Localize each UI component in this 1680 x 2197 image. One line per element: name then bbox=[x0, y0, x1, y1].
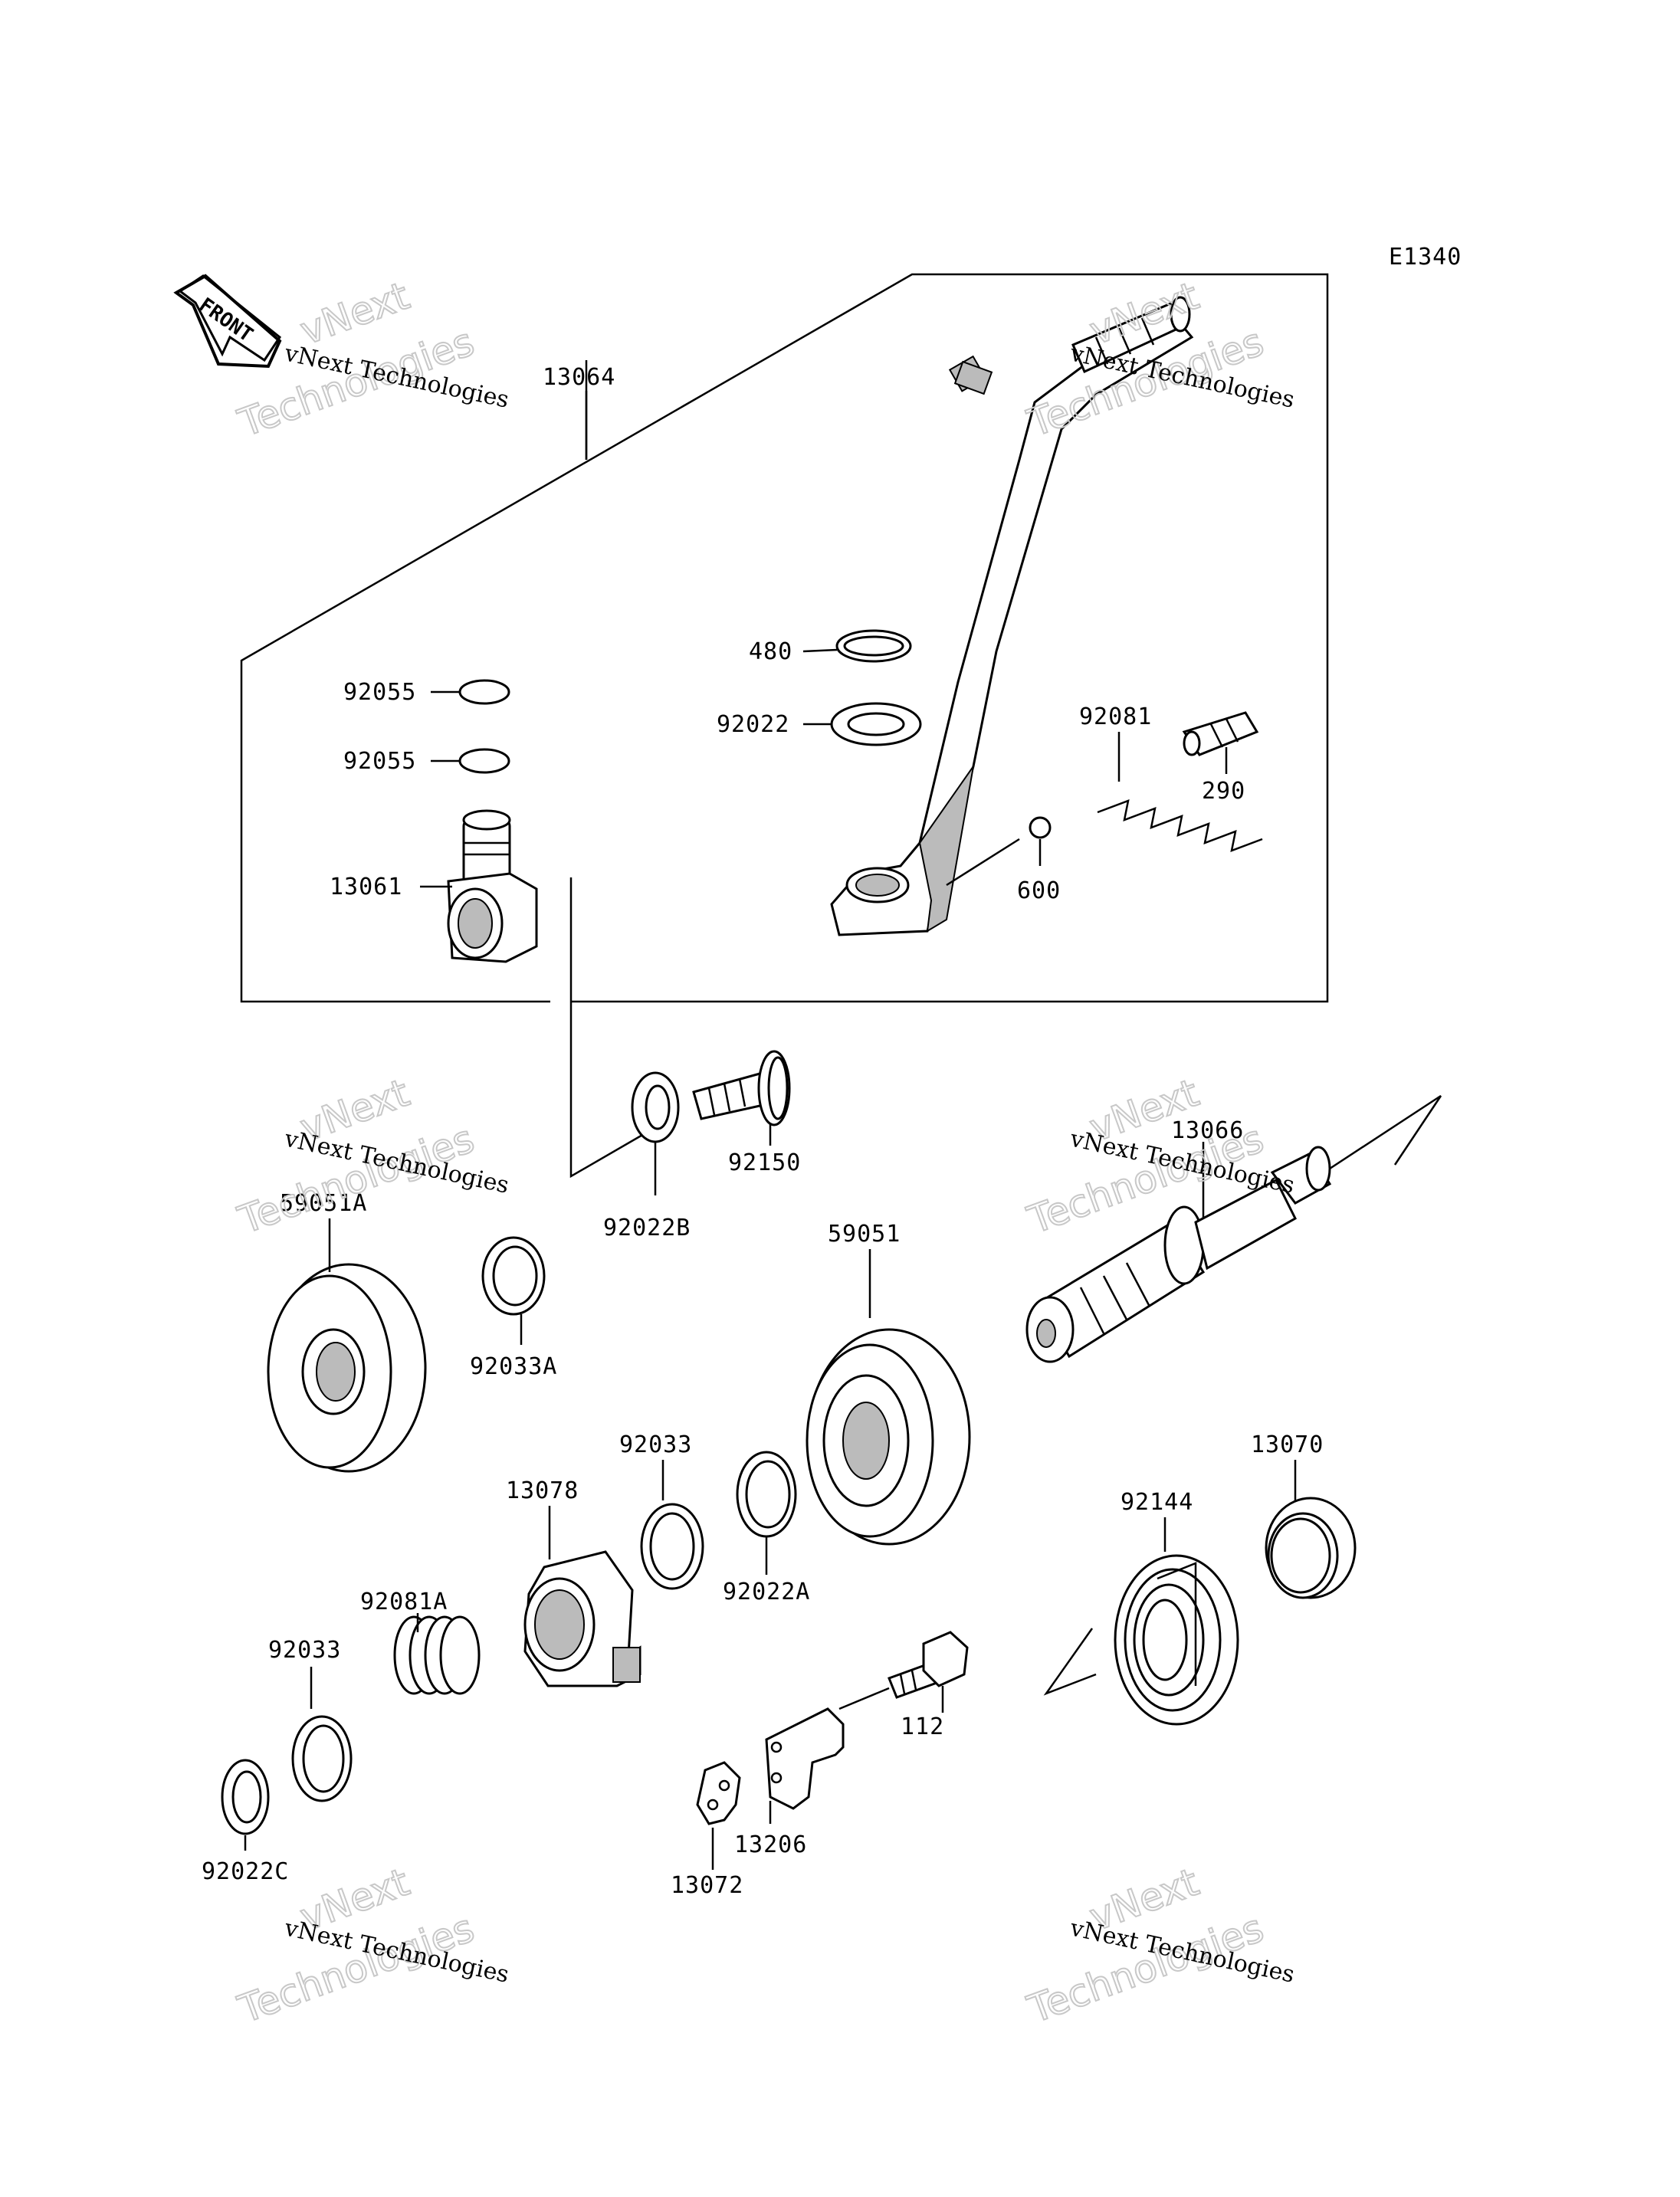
part-92144-spring bbox=[1114, 1554, 1239, 1726]
label-92022: 92022 bbox=[717, 711, 789, 738]
part-59051A-gear bbox=[267, 1263, 427, 1473]
label-290: 290 bbox=[1202, 778, 1245, 805]
label-92022A: 92022A bbox=[723, 1579, 810, 1605]
label-59051A: 59051A bbox=[280, 1190, 367, 1217]
part-13206-holder bbox=[765, 1707, 845, 1810]
part-112-bolt bbox=[888, 1631, 969, 1699]
part-92022A-washer bbox=[736, 1451, 797, 1538]
watermark-2: vNext Technologies vNext Technologies bbox=[1021, 273, 1297, 447]
front-arrow-icon: FRONT bbox=[173, 274, 282, 369]
diagram-code: E1340 bbox=[1389, 244, 1462, 271]
label-13070: 13070 bbox=[1251, 1431, 1324, 1458]
part-13078-ratchet bbox=[523, 1550, 641, 1687]
part-92022B-washer bbox=[631, 1071, 680, 1143]
label-92033-upper: 92033 bbox=[619, 1431, 692, 1458]
part-92055-oring-lower bbox=[458, 748, 510, 774]
label-112: 112 bbox=[901, 1713, 944, 1740]
label-92081: 92081 bbox=[1079, 703, 1152, 730]
watermark-5: vNext Technologies vNext Technologies bbox=[231, 1859, 511, 2033]
part-92033-circlip-upper bbox=[640, 1503, 704, 1590]
part-600-ball bbox=[1029, 816, 1052, 839]
label-59051: 59051 bbox=[828, 1221, 901, 1248]
label-13066: 13066 bbox=[1171, 1117, 1244, 1144]
part-92022C-washer bbox=[221, 1759, 270, 1835]
label-92033-lower: 92033 bbox=[268, 1637, 341, 1664]
watermark-3: vNext Technologies vNext Technologies bbox=[231, 1070, 511, 1244]
label-13072: 13072 bbox=[671, 1872, 743, 1899]
label-92144: 92144 bbox=[1121, 1489, 1193, 1516]
svg-text:vNext: vNext bbox=[294, 274, 415, 353]
part-92033A-circlip bbox=[481, 1236, 546, 1316]
label-600: 600 bbox=[1017, 877, 1061, 904]
part-13072-cam bbox=[696, 1761, 741, 1825]
part-13066-kick-shaft bbox=[1025, 1146, 1332, 1363]
label-92033A: 92033A bbox=[470, 1353, 557, 1380]
watermark-1: vNext Technologies vNext Technologies bbox=[231, 273, 511, 447]
part-290-pin bbox=[1182, 711, 1259, 756]
label-92055-upper: 92055 bbox=[343, 679, 416, 706]
label-92081A: 92081A bbox=[360, 1589, 448, 1615]
part-480-circlip bbox=[835, 629, 912, 663]
pedal-knob bbox=[1071, 296, 1191, 374]
part-92081A-spring bbox=[393, 1615, 481, 1695]
label-92022B: 92022B bbox=[603, 1215, 691, 1241]
label-13078: 13078 bbox=[506, 1477, 579, 1504]
label-13064: 13064 bbox=[543, 364, 615, 391]
label-92150: 92150 bbox=[728, 1149, 801, 1176]
label-480: 480 bbox=[749, 638, 792, 665]
part-92055-oring-upper bbox=[458, 679, 510, 705]
part-13070-guide bbox=[1265, 1497, 1357, 1599]
kit-box-13064 bbox=[240, 273, 1329, 1003]
label-13061: 13061 bbox=[330, 874, 402, 900]
label-92055-lower: 92055 bbox=[343, 748, 416, 775]
label-92022C: 92022C bbox=[202, 1858, 289, 1885]
part-92033-circlip-lower bbox=[291, 1715, 353, 1802]
part-13061-kick-boss bbox=[447, 809, 538, 963]
part-92150-bolt bbox=[692, 1050, 791, 1126]
watermark-6: vNext Technologies vNext Technologies bbox=[1021, 1859, 1297, 2033]
label-13206: 13206 bbox=[734, 1831, 807, 1858]
kick-pedal-arm bbox=[830, 296, 1194, 936]
part-92081-spring bbox=[1097, 799, 1263, 852]
part-59051-gear bbox=[806, 1328, 971, 1546]
part-92022-washer bbox=[830, 702, 922, 746]
